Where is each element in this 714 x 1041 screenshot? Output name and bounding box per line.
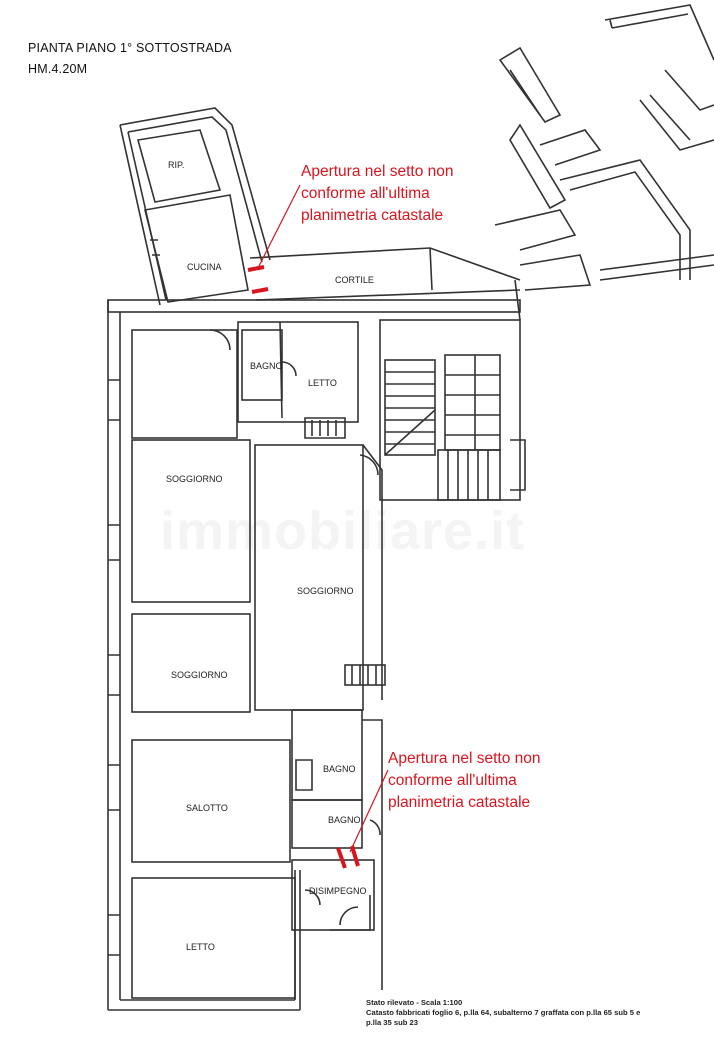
annotation-top-line3: planimetria catastale [301,207,444,224]
annotation-leaders [257,184,389,853]
room-label-cucina: CUCINA [187,262,222,272]
annotation-bottom-line1: Apertura nel setto non [388,750,541,767]
annotation-top-line2: conforme all'ultima [301,185,430,202]
room-label-bagno-mid: BAGNO [323,764,356,774]
walls [107,4,714,1011]
footer-line3: p.lla 35 sub 23 [366,1018,418,1027]
room-label-soggiorno-central: SOGGIORNO [297,586,354,596]
annotation-bottom: Apertura nel setto non conforme all'ulti… [388,748,541,814]
plan-title: PIANTA PIANO 1° SOTTOSTRADA [28,41,232,55]
room-label-disimpegno: DISIMPEGNO [309,886,367,896]
room-label-letto-top: LETTO [308,378,337,388]
room-label-bagno-top: BAGNO [250,361,283,371]
room-label-salotto: SALOTTO [186,803,228,813]
footer-line1: Stato rilevato - Scala 1:100 [366,998,463,1007]
annotation-bottom-line3: planimetria catastale [388,794,531,811]
footer-notes: Stato rilevato - Scala 1:100 Catasto fab… [366,998,711,1028]
annotation-bottom-line2: conforme all'ultima [388,772,517,789]
room-label-cortile: CORTILE [335,275,374,285]
watermark: immobiliare.it [160,501,526,561]
room-label-soggiorno-2: SOGGIORNO [171,670,228,680]
footer-line2: Catasto fabbricati foglio 6, p.lla 64, s… [366,1008,641,1017]
non-conforming-opening-marks [247,265,360,869]
annotation-top-line1: Apertura nel setto non [301,163,454,180]
room-label-soggiorno-1: SOGGIORNO [166,474,223,484]
room-label-letto-bottom: LETTO [186,942,215,952]
plan-height: HM.4.20M [28,62,88,76]
annotation-top: Apertura nel setto non conforme all'ulti… [301,161,454,227]
room-label-rip: RIP. [168,160,184,170]
room-label-bagno-lower: BAGNO [328,815,361,825]
